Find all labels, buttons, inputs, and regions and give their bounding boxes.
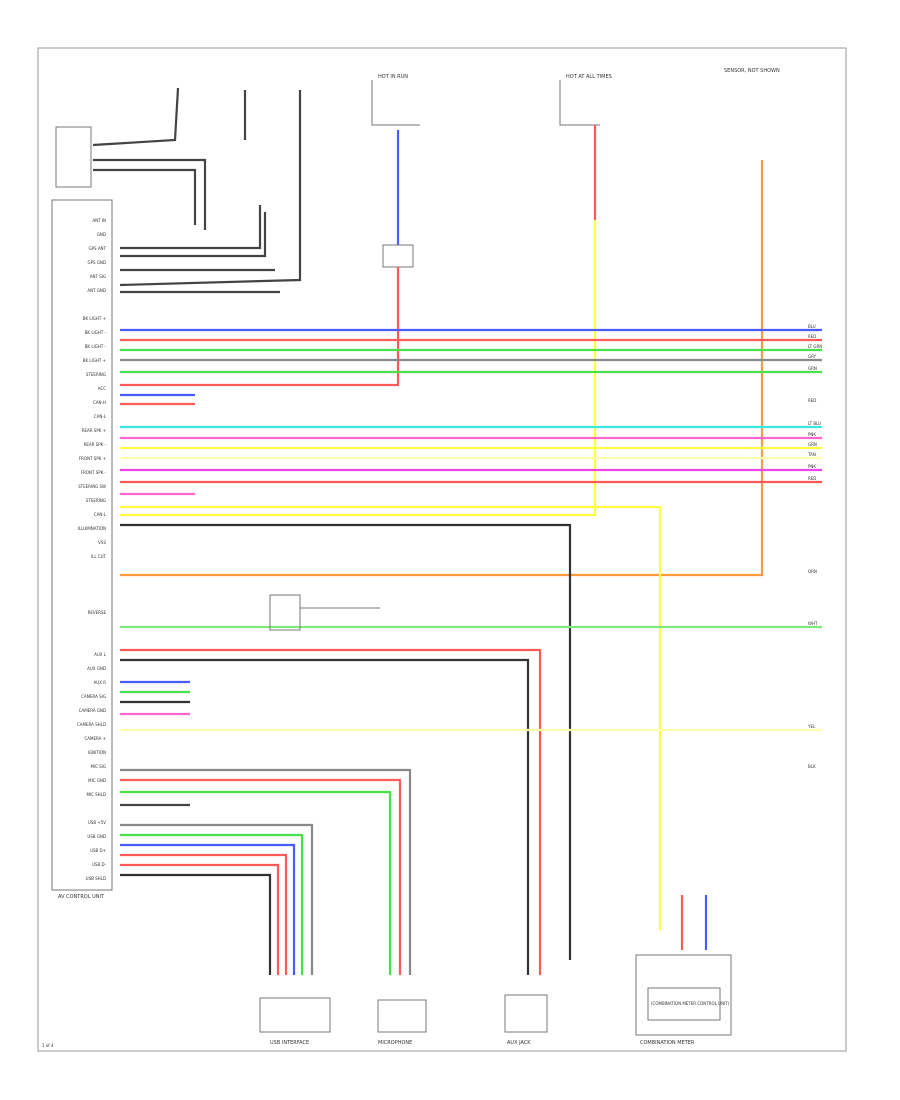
pin-label: REAR SPK + [82, 428, 106, 433]
usb-label: USB INTERFACE [270, 1040, 309, 1046]
pin-label: FRONT SPK + [79, 456, 106, 461]
pin-label: BK LIGHT + [83, 358, 106, 363]
top-right-sensor: SENSOR, NOT SHOWN [120, 68, 780, 577]
pin-label: CAMERA SHLD [77, 722, 106, 727]
pin-label: CAN-H [93, 400, 106, 405]
wire-color-tag: PNK [808, 464, 816, 469]
microphone: MICROPHONE [377, 999, 427, 1046]
aux-label: AUX JACK [507, 1040, 531, 1046]
wire-color-tag: TAN [807, 452, 816, 457]
fuse-1-label: HOT IN RUN [378, 74, 408, 80]
fuse-block-2: HOT AT ALL TIMES [120, 74, 612, 517]
pin-label: MIC SIG [90, 764, 106, 769]
pin-label: USB D- [92, 862, 107, 867]
antenna-amp-box [55, 126, 92, 188]
fuse-block-1: HOT IN RUN [120, 74, 420, 387]
pin-label: GPS ANT [89, 246, 107, 251]
meter-label: COMBINATION METER [640, 1040, 695, 1046]
pin-label: ACC [98, 386, 106, 391]
wire-color-tag: BLK [808, 764, 816, 769]
fuse-2-label: HOT AT ALL TIMES [566, 74, 612, 80]
combination-meter: (COMBINATION METER CONTROL UNIT) COMBINA… [635, 954, 732, 1046]
pin-label: CAMERA GND [79, 708, 106, 713]
pin-label: USB GND [87, 834, 106, 839]
pin-label: CAN-L [94, 414, 107, 419]
pin-label: STEERING SW [78, 484, 106, 489]
pin-label: BK LIGHT - [85, 330, 107, 335]
pin-label: MIC GND [88, 778, 106, 783]
wire-color-tag: LT BLU [808, 421, 821, 426]
av-control-unit-outline [51, 199, 113, 891]
wire-color-tag: YEL [807, 724, 816, 729]
pin-label: GPS GND [88, 260, 107, 265]
pin-label: STEERING [86, 498, 106, 503]
top-antenna-wires [92, 87, 302, 294]
pin-label: IGNITION [88, 750, 106, 755]
pin-label: AUX GND [87, 666, 106, 671]
pin-label: AUX R [94, 680, 107, 685]
pin-label: CAN-L [94, 512, 107, 517]
wire-color-tag: WHT [808, 621, 818, 626]
pin-label: GND [97, 232, 106, 237]
wire-color-tag: RED [808, 334, 816, 339]
pin-label: AUX L [94, 652, 107, 657]
pin-label: USB SHLD [86, 876, 106, 881]
av-unit-label: AV CONTROL UNIT [58, 894, 105, 900]
mic-label: MICROPHONE [378, 1040, 412, 1046]
pin-label: REVERSE [88, 610, 107, 615]
wire-tag-column: BLU RED LT GRN GRY GRN RED LT BLU PNK GRN TAN PNK R… [807, 324, 822, 769]
pin-label: BK LIGHT - [85, 344, 107, 349]
wire-color-tag: GRY [808, 354, 817, 359]
top-right-note: SENSOR, NOT SHOWN [724, 68, 780, 74]
pin-label: ILLUMINATION [78, 526, 106, 531]
pin-label: CAMERA SIG [81, 694, 106, 699]
pin-label-column: ANT IN GND GPS ANT GPS GND ANT SIG ANT GND BK … [77, 218, 107, 881]
wire-color-tag: LT GRN [808, 344, 822, 349]
pin-label: USB D+ [90, 848, 106, 853]
wire-color-tag: GRN [808, 366, 817, 371]
wire-color-tag: ORN [808, 569, 817, 574]
pin-label: FRONT SPK - [81, 470, 107, 475]
pin-label: ANT SIG [90, 274, 106, 279]
aux-jack: AUX JACK [504, 994, 548, 1046]
pin-label: MIC SHLD [86, 792, 106, 797]
wire-color-tag: GRN [808, 442, 817, 447]
bus-wires [120, 328, 822, 975]
footer-code: 1 of 4 [42, 1043, 54, 1048]
pin-label: ANT IN [92, 218, 106, 223]
meter-inner-label: (COMBINATION METER CONTROL UNIT) [651, 1001, 730, 1006]
pin-label: CAMERA + [85, 736, 106, 741]
pin-label: ANT GND [87, 288, 106, 293]
pin-label: ILL CUT [91, 554, 107, 559]
wire-color-tag: RED [808, 476, 816, 481]
pin-label: REAR SPK - [84, 442, 107, 447]
meter-feed-wires [680, 895, 708, 950]
wire-color-tag: BLU [808, 324, 816, 329]
diagram-frame [37, 47, 847, 1052]
wire-color-tag: PNK [808, 432, 816, 437]
pin-label: BK LIGHT + [83, 316, 106, 321]
reverse-switch [269, 594, 380, 631]
pin-label: STEERING [86, 372, 106, 377]
wire-color-tag: RED [808, 398, 816, 403]
pin-label: USB +5V [88, 820, 106, 825]
pin-label: VSS [98, 540, 106, 545]
usb-interface: USB INTERFACE [259, 997, 331, 1046]
